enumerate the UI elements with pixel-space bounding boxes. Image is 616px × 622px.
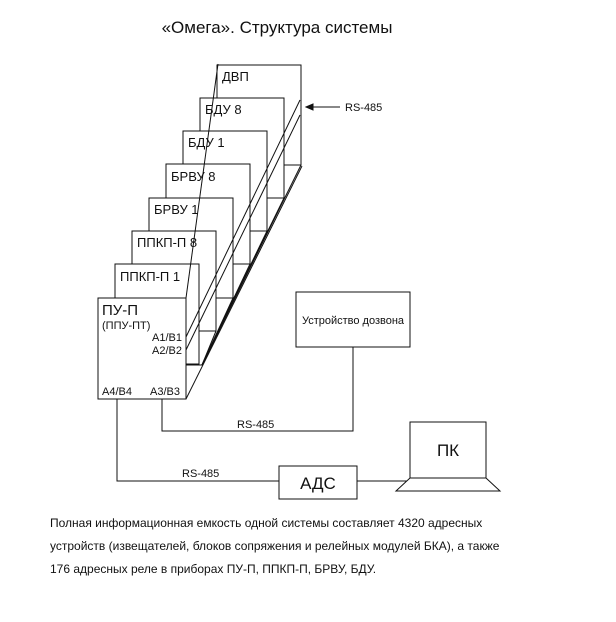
line-a3b3-dialer bbox=[161, 347, 354, 432]
ads-box bbox=[278, 465, 358, 500]
bus-line-a1b1 bbox=[185, 99, 301, 338]
port-a4b4: А4/В4 bbox=[102, 386, 132, 398]
label-bdu1: БДУ 1 bbox=[188, 135, 225, 150]
rs485-top-arrow-head bbox=[304, 103, 314, 111]
rs485-top-label: RS-485 bbox=[345, 102, 382, 114]
label-brvu1: БРВУ 1 bbox=[154, 202, 199, 217]
dialer-label: Устройство дозвона bbox=[302, 315, 405, 327]
pc-label: ПК bbox=[437, 441, 459, 460]
stack-edge-bottom bbox=[185, 165, 303, 400]
page-title: «Омега». Структура системы bbox=[161, 18, 393, 37]
pu-p-unit: ПУ-П (ППУ-ПТ) А1/В1 А2/В2 А4/В4 А3/В3 bbox=[97, 297, 187, 400]
label-brvu8: БРВУ 8 bbox=[171, 169, 216, 184]
label-pu-p: ПУ-П bbox=[102, 302, 138, 319]
stack-edge-top bbox=[185, 63, 219, 299]
description-line-3: 176 адресных реле в приборах ПУ-П, ППКП-… bbox=[50, 562, 377, 576]
label-ppu-pt: (ППУ-ПТ) bbox=[102, 320, 150, 332]
label-ppkp1: ППКП-П 1 bbox=[120, 269, 180, 284]
label-dvp: ДВП bbox=[222, 69, 249, 84]
port-a1b1: А1/В1 bbox=[152, 332, 182, 344]
rs485-bottom-label: RS-485 bbox=[182, 468, 219, 480]
port-a3b3: А3/В3 bbox=[150, 386, 180, 398]
description-line-1: Полная информационная емкость одной сист… bbox=[50, 516, 483, 530]
line-a4b4-ads bbox=[116, 399, 279, 482]
system-description: Полная информационная емкость одной сист… bbox=[50, 512, 590, 581]
label-bdu8: БДУ 8 bbox=[205, 102, 242, 117]
dialer-box bbox=[295, 291, 411, 348]
rs485-middle-label: RS-485 bbox=[237, 419, 274, 431]
description-line-2: устройств (извещателей, блоков сопряжени… bbox=[50, 539, 500, 553]
pc-laptop-icon: ПК bbox=[394, 421, 502, 492]
label-ppkp8: ППКП-П 8 bbox=[137, 235, 197, 250]
port-a2b2: А2/В2 bbox=[152, 345, 182, 357]
bus-line-a2b2 bbox=[185, 114, 301, 351]
ads-label: АДС bbox=[300, 474, 336, 493]
